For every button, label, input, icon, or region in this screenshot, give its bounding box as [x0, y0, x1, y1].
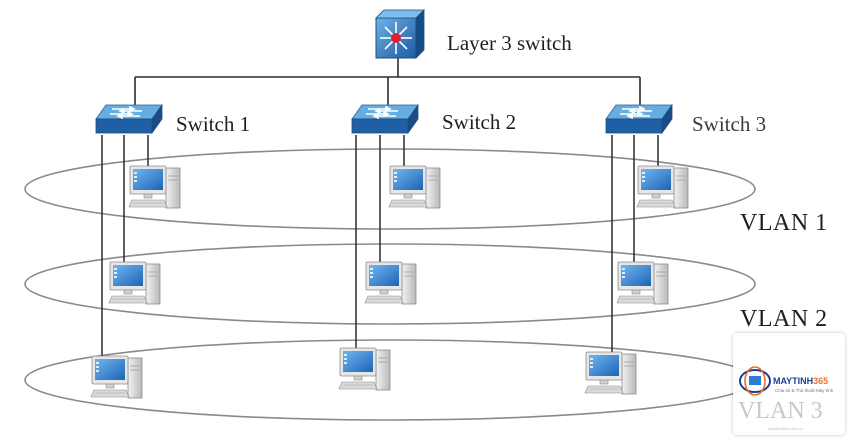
vlan-2-label: VLAN 2	[740, 306, 828, 332]
vlan-1-label: VLAN 1	[740, 210, 828, 236]
vlan-2-ring	[24, 243, 756, 325]
watermark-url: maytinh365.com.vn	[768, 426, 803, 431]
switch-1-label: Switch 1	[176, 112, 251, 136]
vlan-1-host-1-icon	[128, 165, 181, 209]
vlan-2-host-3-icon	[616, 261, 669, 305]
vlan-1-host-3-icon	[636, 165, 689, 209]
vlan-1-host-2-icon	[388, 165, 441, 209]
vlan-3-host-1-icon	[90, 355, 143, 399]
switch-2-label: Switch 2	[442, 110, 517, 134]
switch-2-icon	[351, 104, 419, 134]
watermark-tagline: Chia sẻ & Thủ thuật Máy tính	[775, 388, 834, 393]
layer3-switch-icon	[375, 9, 425, 59]
vlan-2-host-1-icon	[108, 261, 161, 305]
switch-1-icon	[95, 104, 163, 134]
vlan-1-ring	[24, 148, 756, 230]
vlan-3-host-2-icon	[338, 347, 391, 391]
vlan-2-host-2-icon	[364, 261, 417, 305]
watermark-brand: MAYTINH365	[773, 376, 829, 386]
switch-3-icon	[605, 104, 673, 134]
layer3-switch-label: Layer 3 switch	[447, 31, 572, 55]
switch-3-label: Switch 3	[692, 112, 767, 136]
vlan-3-label: VLAN 3	[738, 398, 823, 424]
maytinh365-logo-icon	[739, 366, 771, 396]
uplink-lines	[134, 56, 641, 105]
access-links	[101, 135, 659, 358]
vlan-3-host-3-icon	[584, 351, 637, 395]
